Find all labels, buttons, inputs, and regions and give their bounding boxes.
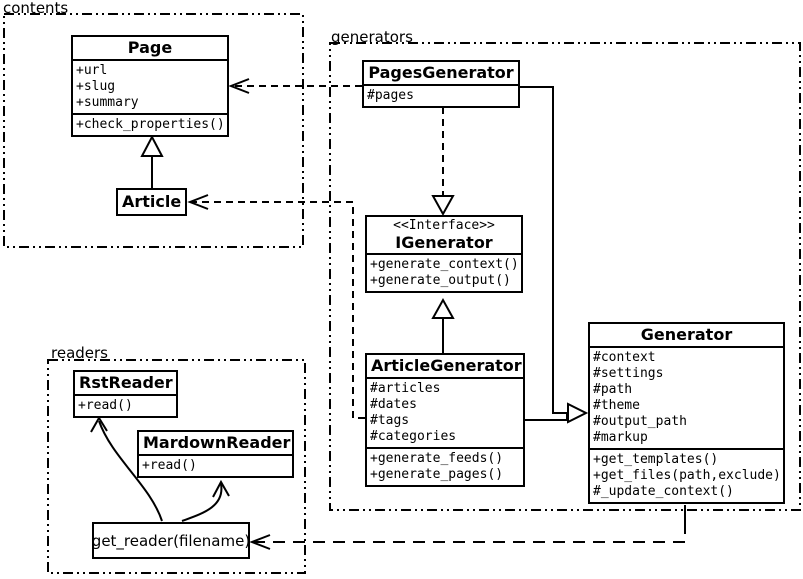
node-get-reader: get_reader(filename): [92, 522, 250, 559]
dependency-generator-getreader-arrowhead: [249, 534, 271, 550]
uml-attribute: +slug: [76, 79, 116, 94]
class-generator-attributes: #context#settings#path#theme#output_path…: [590, 348, 783, 448]
inheritance-pagesgenerator-generator-line: [520, 86, 568, 414]
inheritance-generator-triangle: [567, 402, 589, 424]
uml-method: +read(): [142, 458, 197, 473]
class-mardownreader: MardownReader +read(): [137, 430, 294, 478]
class-articlegenerator-attributes: #articles#dates#tags#categories: [367, 379, 523, 447]
uml-attribute: +url: [76, 63, 108, 78]
class-pagesgenerator: PagesGenerator #pages: [362, 60, 520, 108]
uml-attribute: #theme: [593, 398, 640, 413]
uml-attribute: +summary: [76, 95, 139, 110]
class-igenerator: <<Interface>> IGenerator +generate_conte…: [365, 215, 523, 293]
uml-attribute: #settings: [593, 366, 664, 381]
uml-attribute: #context: [593, 350, 656, 365]
package-generators-border: [329, 42, 801, 511]
uml-method: +read(): [78, 398, 133, 413]
class-generator-methods: +get_templates()+get_files(path,exclude)…: [590, 448, 783, 502]
package-readers-border: [47, 359, 306, 574]
node-get-reader-label: get_reader(filename): [91, 531, 251, 550]
package-generators-label: generators: [331, 28, 413, 46]
package-contents-border: [3, 13, 304, 248]
class-page: Page +url+slug+summary +check_properties…: [71, 35, 229, 137]
class-article-title: Article: [122, 192, 182, 211]
class-generator: Generator #context#settings#path#theme#o…: [588, 322, 785, 504]
uml-attribute: #output_path: [593, 414, 687, 429]
class-articlegenerator-title: ArticleGenerator: [367, 355, 523, 379]
realization-pagesgenerator-igenerator-triangle: [431, 195, 455, 217]
inheritance-articlegenerator-generator-line: [525, 413, 568, 421]
class-rstreader-methods: +read(): [75, 396, 176, 416]
uml-method: #_update_context(): [593, 484, 734, 499]
uml-method: +generate_feeds(): [370, 451, 504, 466]
class-rstreader-title: RstReader: [75, 372, 176, 396]
package-contents-label: contents: [3, 0, 69, 17]
arrow-getreader-mardownreader-curve: [181, 483, 223, 522]
class-generator-title: Generator: [590, 324, 783, 348]
arrow-getreader-rstreader-arrowhead: [90, 416, 108, 433]
arrow-getreader-mardownreader-arrowhead: [212, 479, 230, 498]
class-pagesgenerator-attributes: #pages: [364, 86, 518, 106]
dependency-generator-getreader-line: [253, 522, 686, 543]
class-page-attributes: +url+slug+summary: [73, 61, 227, 113]
uml-attribute: #articles: [370, 381, 441, 396]
uml-method: +generate_pages(): [370, 467, 504, 482]
dependency-pagesgenerator-page-arrowhead: [228, 78, 250, 94]
inheritance-articlegenerator-igenerator-triangle: [431, 297, 455, 319]
class-page-title: Page: [73, 37, 227, 61]
uml-method: +get_files(path,exclude): [593, 468, 781, 483]
class-page-methods: +check_properties(): [73, 113, 227, 135]
uml-attribute: #categories: [370, 429, 457, 444]
class-pagesgenerator-title: PagesGenerator: [364, 62, 518, 86]
class-mardownreader-title: MardownReader: [139, 432, 292, 456]
uml-method: +get_templates(): [593, 452, 719, 467]
dependency-articlegenerator-article-line: [192, 201, 365, 419]
arrow-getreader-rstreader-curve: [98, 420, 163, 522]
class-igenerator-name: IGenerator: [395, 233, 493, 252]
class-igenerator-title: <<Interface>> IGenerator: [367, 217, 521, 255]
uml-attribute: #tags: [370, 413, 410, 428]
uml-method: +check_properties(): [76, 117, 225, 132]
uml-attribute: #pages: [367, 88, 414, 103]
class-igenerator-methods: +generate_context()+generate_output(): [367, 255, 521, 291]
class-article: Article: [116, 188, 187, 216]
uml-attribute: #path: [593, 382, 633, 397]
class-mardownreader-methods: +read(): [139, 456, 292, 476]
dependency-articlegenerator-article-arrowhead: [187, 194, 209, 210]
uml-attribute: #markup: [593, 430, 648, 445]
package-readers-label: readers: [51, 344, 108, 362]
class-articlegenerator: ArticleGenerator #articles#dates#tags#ca…: [365, 353, 525, 487]
uml-method: +generate_output(): [370, 273, 511, 288]
class-rstreader: RstReader +read(): [73, 370, 178, 418]
uml-method: +generate_context(): [370, 257, 519, 272]
inheritance-article-page-triangle: [140, 134, 164, 157]
uml-attribute: #dates: [370, 397, 417, 412]
class-igenerator-stereotype: <<Interface>>: [393, 218, 495, 233]
class-articlegenerator-methods: +generate_feeds()+generate_pages(): [367, 447, 523, 485]
